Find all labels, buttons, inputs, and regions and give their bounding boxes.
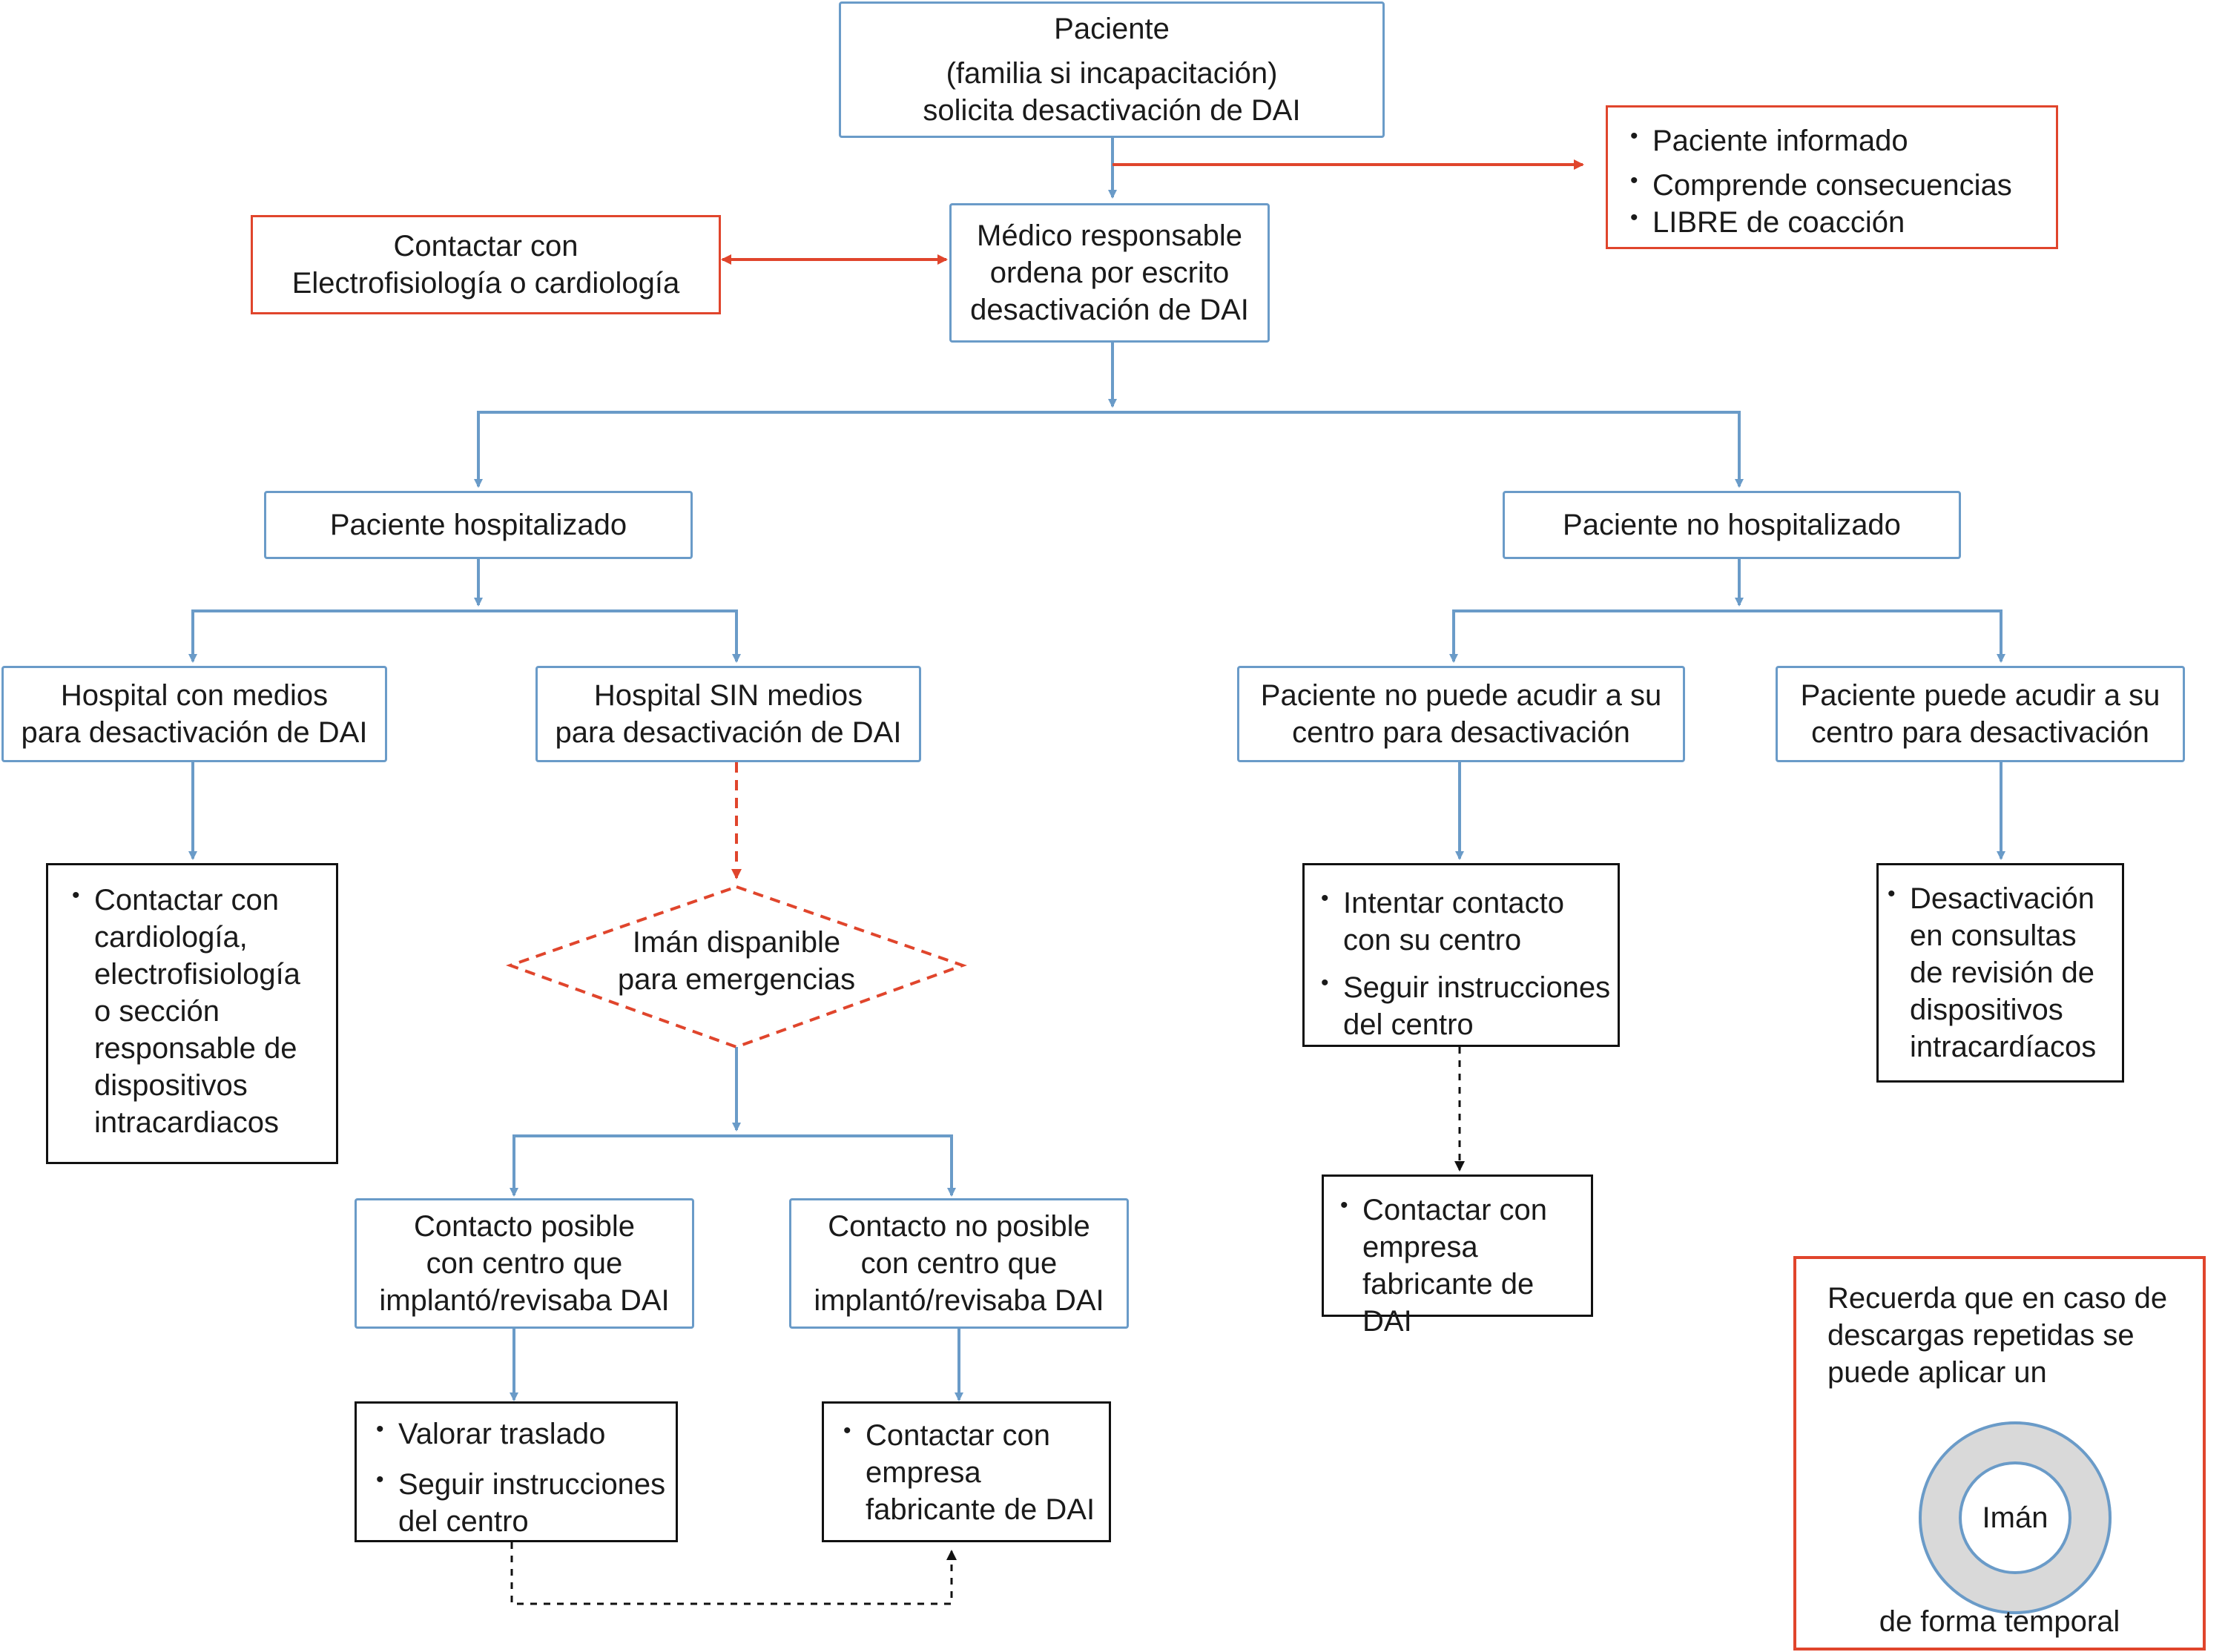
contact-not-possible-line-1: Contacto no posible bbox=[828, 1210, 1090, 1243]
contact-ep-line-1: Contactar con bbox=[393, 230, 578, 262]
contact-not-possible-box: Contacto no posible con centro que impla… bbox=[789, 1198, 1129, 1329]
hosp-with-line-2: para desactivación de DAI bbox=[21, 716, 368, 749]
hospitalized-box: Paciente hospitalizado bbox=[264, 491, 693, 559]
doctor-line-3: desactivación de DAI bbox=[970, 294, 1249, 326]
condition-free: LIBRE de coacción bbox=[1621, 199, 2056, 241]
possible-action-list: Valorar traslado Seguir instrucciones de… bbox=[367, 1411, 676, 1540]
cannot-go-line-1: Paciente no puede acudir a su bbox=[1260, 679, 1662, 712]
contact-not-possible-line-3: implantó/revisaba DAI bbox=[814, 1284, 1104, 1317]
magnet-note-footer: de forma temporal bbox=[1879, 1605, 2120, 1638]
request-line-1: Paciente bbox=[1054, 13, 1170, 45]
line-split-not-hospitalized bbox=[1452, 609, 2002, 645]
possible-action-transfer: Valorar traslado bbox=[367, 1411, 676, 1453]
cannot-go-fallback-box: Contactar con empresa fabricante de DAI bbox=[1322, 1174, 1593, 1338]
magnet-line-1: Imán dispanible bbox=[632, 926, 841, 959]
can-go-line-1: Paciente puede acudir a su bbox=[1800, 679, 2160, 712]
doctor-order-box: Médico responsable ordena por escrito de… bbox=[949, 203, 1270, 343]
conditions-list: Paciente informado Comprende consecuenci… bbox=[1621, 118, 2056, 241]
can-go-line-2: centro para desactivación bbox=[1811, 716, 2149, 749]
not-hospitalized-label: Paciente no hospitalizado bbox=[1563, 509, 1901, 541]
not-hospitalized-box: Paciente no hospitalizado bbox=[1503, 491, 1961, 559]
hosp-with-line-1: Hospital con medios bbox=[60, 679, 329, 712]
not-possible-action-list: Contactar con empresa fabricante de DAI bbox=[834, 1413, 1109, 1528]
can-go-action-item: Desactivación en consultas de revisión d… bbox=[1879, 876, 2122, 1065]
condition-understands: Comprende consecuencias bbox=[1621, 162, 2056, 204]
hosp-with-action-item: Contactar con cardiología, electrofisiol… bbox=[63, 877, 336, 1141]
contact-possible-line-2: con centro que bbox=[426, 1247, 623, 1280]
note-line-1: Recuerda que en caso de bbox=[1827, 1282, 2168, 1315]
contact-possible-box: Contacto posible con centro que implantó… bbox=[355, 1198, 694, 1329]
not-possible-action-box: Contactar con empresa fabricante de DAI bbox=[822, 1401, 1111, 1542]
hosp-with-action-box: Contactar con cardiología, electrofisiol… bbox=[46, 863, 338, 1164]
contact-ep-box: Contactar con Electrofisiología o cardio… bbox=[251, 215, 721, 314]
contact-possible-line-3: implantó/revisaba DAI bbox=[379, 1284, 670, 1317]
conditions-box: Paciente informado Comprende consecuenci… bbox=[1606, 105, 2058, 249]
hosp-without-line-2: para desactivación de DAI bbox=[555, 716, 902, 749]
cannot-go-action-box: Intentar contacto con su centro Seguir i… bbox=[1302, 863, 1620, 1047]
cannot-go-action-list: Intentar contacto con su centro Seguir i… bbox=[1312, 880, 1618, 1043]
possible-action-box: Valorar traslado Seguir instrucciones de… bbox=[355, 1401, 678, 1542]
magnet-note-box: Recuerda que en caso de descargas repeti… bbox=[1793, 1256, 2206, 1651]
hospitalized-label: Paciente hospitalizado bbox=[329, 509, 627, 541]
contact-not-possible-line-2: con centro que bbox=[860, 1247, 1058, 1280]
arrow-possible-to-not-possible-action bbox=[510, 1542, 957, 1605]
not-possible-action-item: Contactar con empresa fabricante de DAI bbox=[834, 1413, 1109, 1528]
patient-request-box: Paciente (familia si incapacitación) sol… bbox=[839, 1, 1385, 138]
line-split-hospitalized bbox=[191, 609, 738, 645]
condition-informed: Paciente informado bbox=[1621, 118, 2056, 159]
can-go-box: Paciente puede acudir a su centro para d… bbox=[1776, 666, 2185, 762]
line-split-contact bbox=[512, 1134, 953, 1172]
can-go-action-list: Desactivación en consultas de revisión d… bbox=[1879, 876, 2122, 1065]
magnet-note-text: Recuerda que en caso de descargas repeti… bbox=[1827, 1280, 2167, 1391]
magnet-ring-label: Imán bbox=[1982, 1501, 2048, 1534]
hosp-with-action-list: Contactar con cardiología, electrofisiol… bbox=[63, 877, 336, 1141]
doctor-line-2: ordena por escrito bbox=[989, 257, 1230, 289]
hosp-without-line-1: Hospital SIN medios bbox=[593, 679, 863, 712]
hosp-without-means-box: Hospital SIN medios para desactivación d… bbox=[535, 666, 921, 762]
request-line-3: solicita desactivación de DAI bbox=[923, 94, 1301, 127]
magnet-available-label: Imán dispanible para emergencias bbox=[588, 924, 885, 998]
magnet-line-2: para emergencias bbox=[617, 963, 856, 996]
cannot-go-fallback-item: Contactar con empresa fabricante de DAI bbox=[1331, 1187, 1591, 1340]
cannot-go-action-follow: Seguir instrucciones del centro bbox=[1312, 965, 1618, 1043]
cannot-go-line-2: centro para desactivación bbox=[1292, 716, 1630, 749]
magnet-ring-icon bbox=[1919, 1421, 2112, 1614]
can-go-action-box: Desactivación en consultas de revisión d… bbox=[1876, 863, 2124, 1083]
contact-ep-line-2: Electrofisiología o cardiología bbox=[291, 267, 680, 300]
contact-possible-line-1: Contacto posible bbox=[414, 1210, 635, 1243]
hosp-with-means-box: Hospital con medios para desactivación d… bbox=[1, 666, 387, 762]
request-line-2: (familia si incapacitación) bbox=[946, 57, 1278, 90]
cannot-go-box: Paciente no puede acudir a su centro par… bbox=[1237, 666, 1685, 762]
cannot-go-fallback-list: Contactar con empresa fabricante de DAI bbox=[1331, 1187, 1591, 1340]
possible-action-follow: Seguir instrucciones del centro bbox=[367, 1461, 676, 1540]
note-line-2: descargas repetidas se bbox=[1827, 1319, 2135, 1352]
cannot-go-action-contact: Intentar contacto con su centro bbox=[1312, 880, 1618, 959]
doctor-line-1: Médico responsable bbox=[977, 219, 1242, 252]
line-split-top bbox=[477, 411, 1741, 458]
note-line-3: puede aplicar un bbox=[1827, 1356, 2047, 1389]
